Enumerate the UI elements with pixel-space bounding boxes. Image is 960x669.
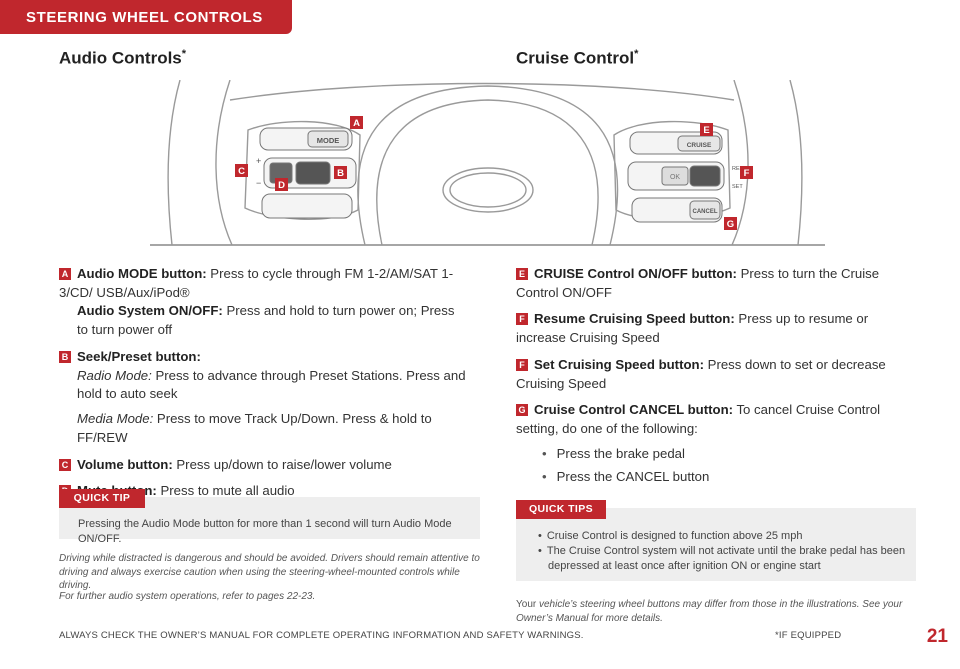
svg-text:OK: OK xyxy=(670,174,680,181)
svg-text:A: A xyxy=(353,118,360,129)
callout-b xyxy=(334,166,347,179)
footer-if-equipped: *IF EQUIPPED xyxy=(775,630,842,641)
svg-text:CANCEL: CANCEL xyxy=(693,209,718,215)
cruise-quick-tips-text: Cruise Control is designed to function a… xyxy=(538,529,908,574)
section-tab: STEERING WHEEL CONTROLS xyxy=(0,0,292,34)
cruise-control-title: Cruise Control* xyxy=(516,48,639,68)
svg-text:D: D xyxy=(278,180,285,191)
steering-wheel-illustration: MODE + − CRUISE OK RES SET CANCEL A B C … xyxy=(150,80,825,246)
audio-reference: For further audio system operations, ref… xyxy=(59,591,316,602)
svg-text:C: C xyxy=(238,166,245,177)
callout-c xyxy=(235,164,248,177)
svg-text:+: + xyxy=(256,156,261,166)
callout-a xyxy=(350,116,363,129)
cancel-bullet: Press the brake pedal xyxy=(542,445,916,464)
cruise-tip: The Cruise Control system will not activ… xyxy=(538,544,908,574)
callout-d xyxy=(275,178,288,191)
svg-text:E: E xyxy=(703,125,709,136)
svg-text:G: G xyxy=(727,219,734,230)
distraction-warning: Driving while distracted is dangerous an… xyxy=(59,553,480,591)
svg-text:RES: RES xyxy=(732,166,744,172)
cruise-quick-tips-label: QUICK TIPS xyxy=(516,500,606,519)
svg-text:SET: SET xyxy=(732,184,743,190)
svg-text:MODE: MODE xyxy=(317,136,340,145)
footer-safety-note: ALWAYS CHECK THE OWNER’S MANUAL FOR COMP… xyxy=(59,630,584,641)
svg-text:B: B xyxy=(337,168,344,179)
cruise-tip: Cruise Control is designed to function a… xyxy=(538,529,908,544)
audio-quick-tip-text: Pressing the Audio Mode button for more … xyxy=(78,518,452,545)
audio-quick-tip-label: QUICK TIP xyxy=(59,489,145,508)
svg-text:CRUISE: CRUISE xyxy=(687,142,712,149)
callout-e xyxy=(700,123,713,136)
cancel-bullet: Press the CANCEL button xyxy=(542,468,916,487)
svg-text:F: F xyxy=(744,168,750,179)
illustration-disclaimer: Your vehicle’s steering wheel buttons ma… xyxy=(516,599,903,624)
audio-controls-title: Audio Controls* xyxy=(59,48,187,68)
page-number: 21 xyxy=(926,626,948,647)
callout-f xyxy=(740,166,753,179)
callout-g xyxy=(724,217,737,230)
svg-text:−: − xyxy=(256,178,261,188)
